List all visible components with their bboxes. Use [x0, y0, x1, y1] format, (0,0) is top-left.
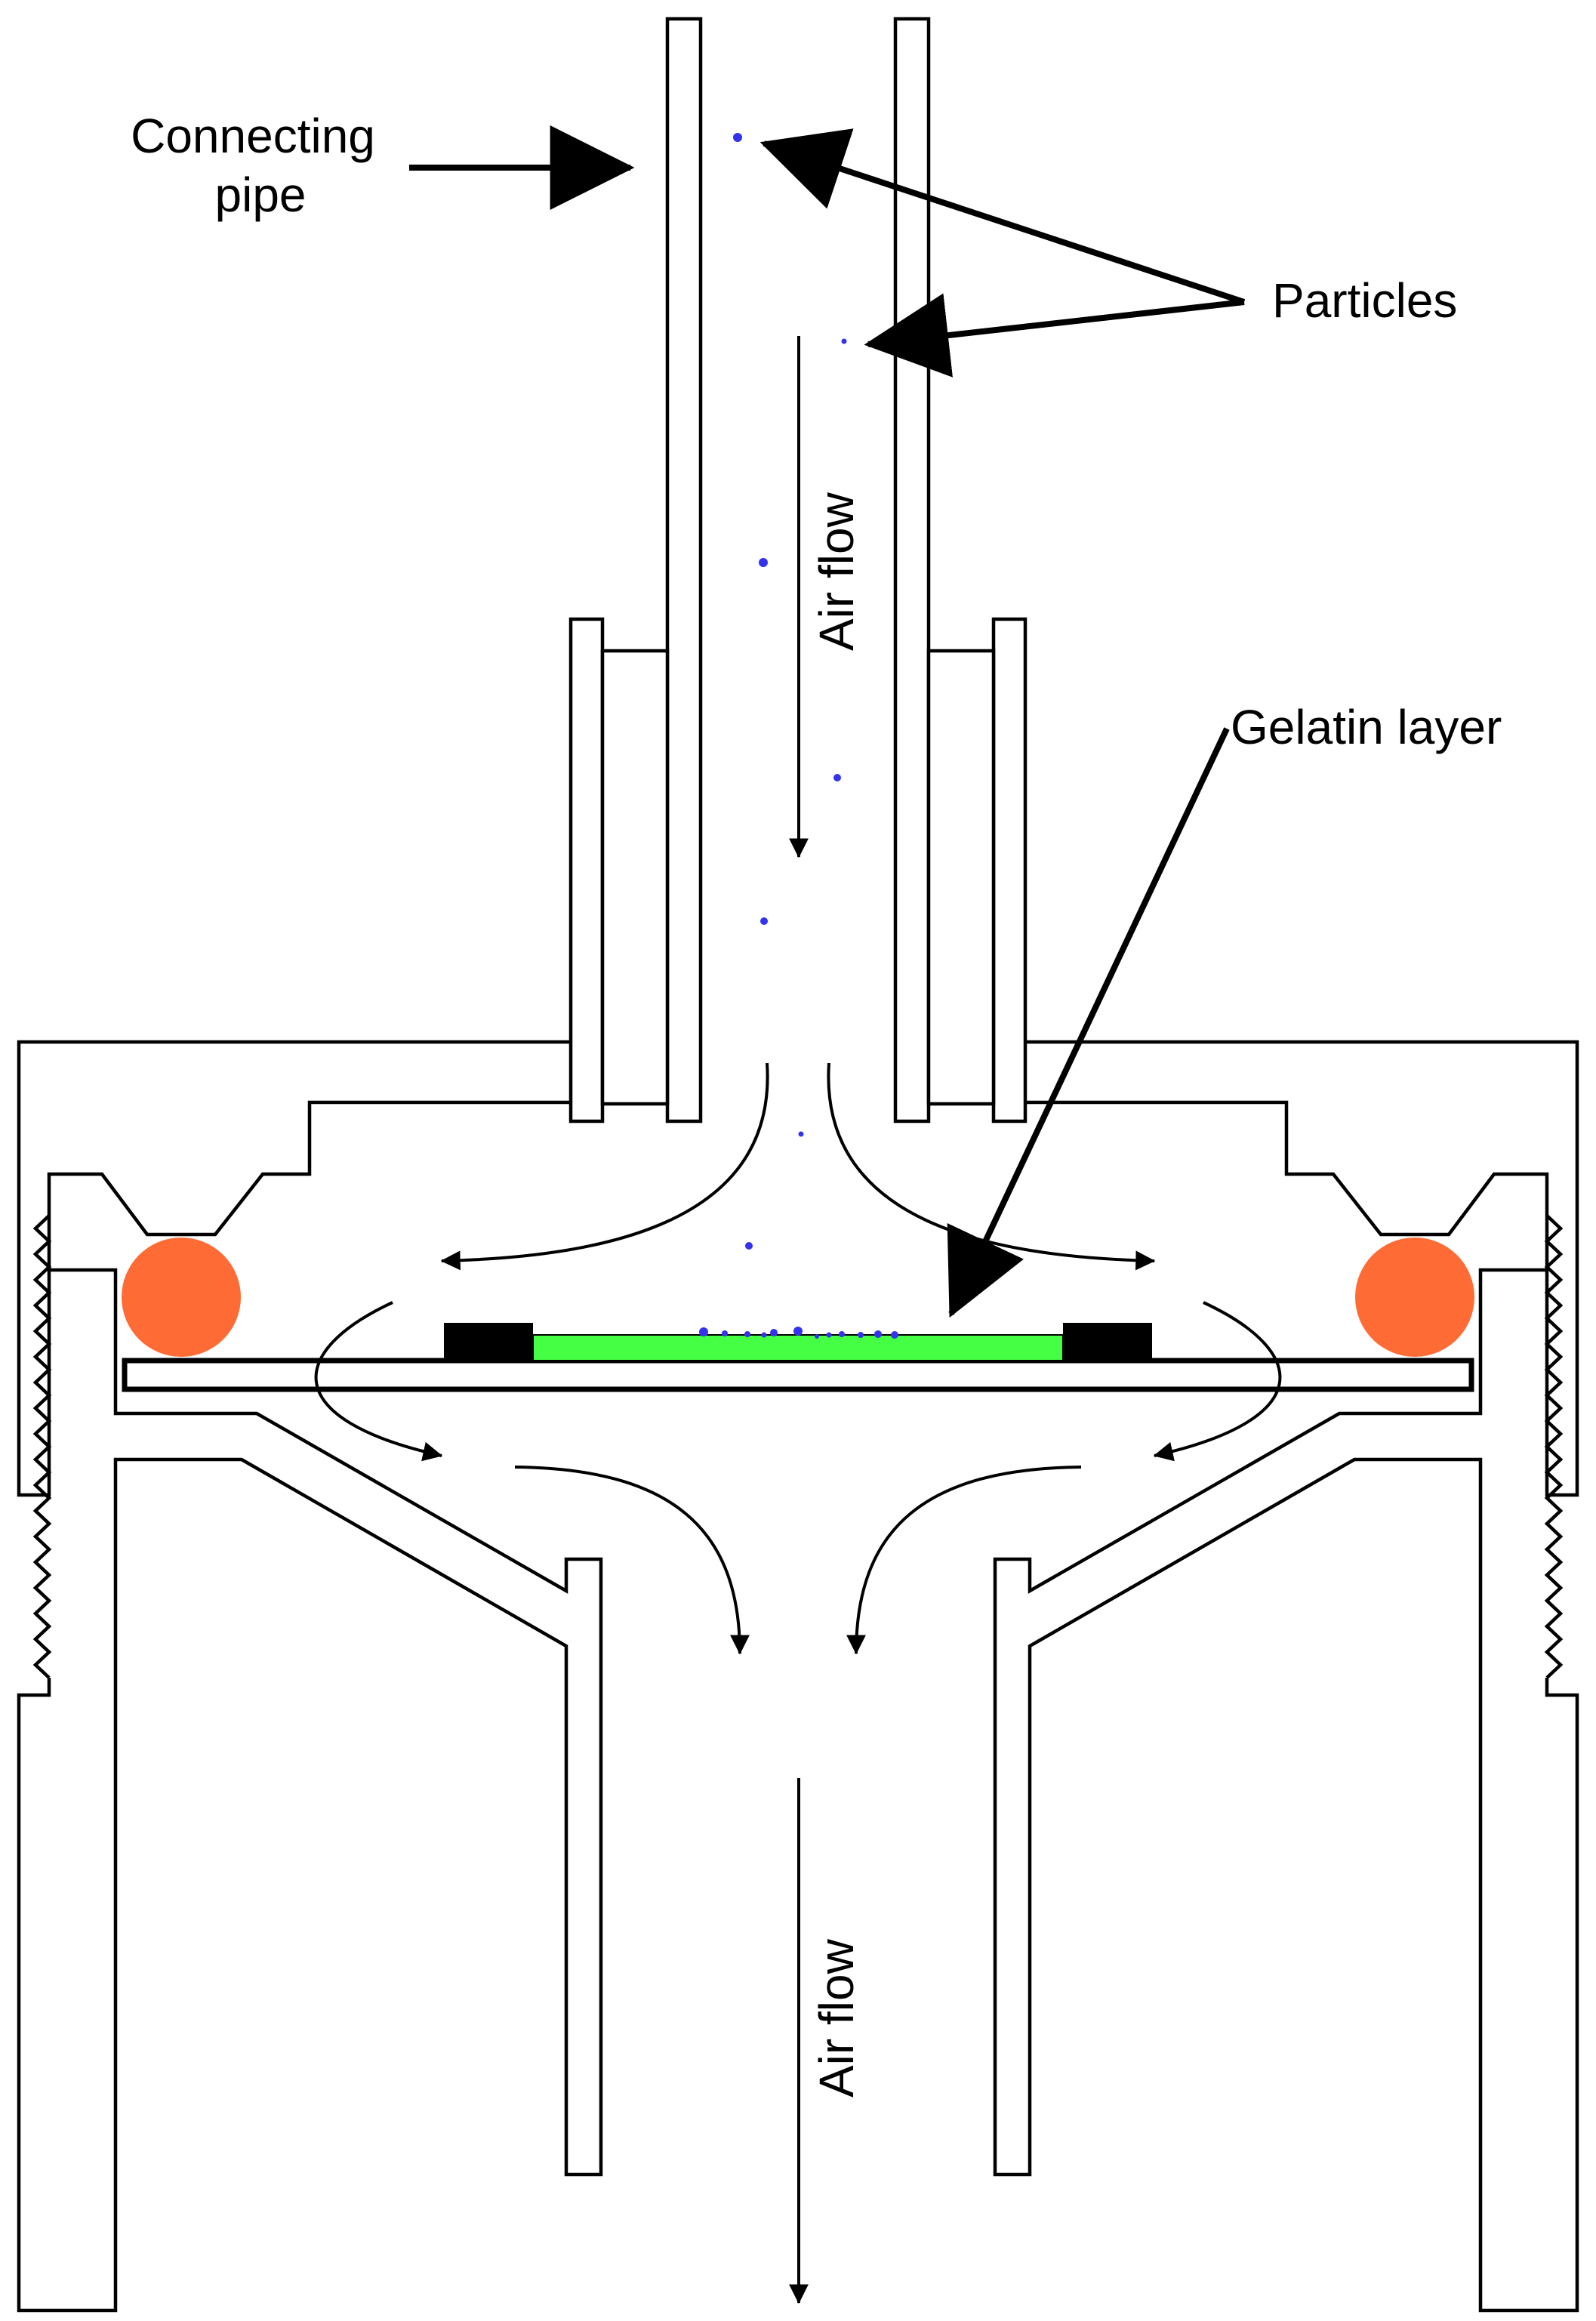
lid-left-outline: [17, 1040, 574, 1497]
gelatin-layer-label: Gelatin layer: [1231, 700, 1502, 754]
support-block-right: [1063, 1323, 1152, 1361]
gelatin-layer-pointer: [947, 727, 1230, 1318]
flow-curve-top-right: [827, 1062, 1156, 1271]
labels: Connecting pipe Particles Gelatin layer …: [131, 109, 1502, 2098]
flow-curve-low-left: [514, 1466, 750, 1655]
o-ring-right: [1355, 1238, 1474, 1357]
sleeve-spacer-left: [600, 649, 670, 1106]
housing: [17, 1040, 1579, 2313]
particle: [744, 1331, 750, 1337]
flow-curve-low-right: [846, 1466, 1082, 1655]
particles-pointer-lower: [864, 293, 1245, 378]
particle: [722, 1330, 728, 1336]
particle: [733, 133, 742, 142]
sleeve-spacer-right: [926, 649, 996, 1106]
particle: [793, 1327, 803, 1336]
flow-curve-mid-left: [314, 1301, 443, 1462]
particle: [798, 1131, 804, 1137]
o-ring-left: [122, 1238, 241, 1357]
particle: [839, 1331, 845, 1337]
base-right-outline: [993, 1268, 1579, 2313]
flow-arrows: [314, 336, 1282, 2304]
connecting-pipe: [568, 17, 1028, 1124]
thread-right: [1544, 1214, 1564, 1679]
connecting-pipe-label-line1: Connecting: [131, 109, 375, 163]
lid-right-outline: [1022, 1040, 1579, 1497]
particle: [759, 558, 768, 567]
particle: [815, 1334, 819, 1339]
base-left-outline: [17, 1268, 603, 2313]
particle: [699, 1327, 708, 1336]
particle: [826, 1332, 832, 1338]
impaction-plate: [122, 1358, 1474, 1392]
pipe-wall-left: [665, 17, 703, 1124]
connecting-pipe-label-line2: pipe: [215, 168, 307, 222]
particle: [841, 338, 847, 344]
particles-pointer-upper: [759, 128, 1246, 305]
air-flow-top-label: Air flow: [809, 492, 864, 651]
sleeve-right: [991, 617, 1028, 1124]
thread-left: [32, 1214, 52, 1679]
particle: [745, 1242, 753, 1250]
particles-label: Particles: [1272, 273, 1457, 328]
particle: [891, 1331, 898, 1339]
flow-curve-top-left: [440, 1062, 769, 1271]
particle: [874, 1330, 882, 1338]
particle: [770, 1329, 778, 1336]
support-block-left: [444, 1323, 533, 1361]
air-flow-bottom-label: Air flow: [809, 1938, 864, 2098]
particle: [760, 917, 768, 925]
flow-curve-mid-right: [1153, 1301, 1282, 1462]
particle: [833, 774, 841, 781]
gelatin-layer: [532, 1334, 1064, 1361]
particle: [858, 1332, 864, 1338]
pipe-wall-right: [893, 17, 931, 1124]
particles: [699, 133, 898, 1339]
label-pointers: [409, 125, 1246, 1318]
particle: [761, 1332, 767, 1338]
sleeve-left: [568, 617, 605, 1124]
